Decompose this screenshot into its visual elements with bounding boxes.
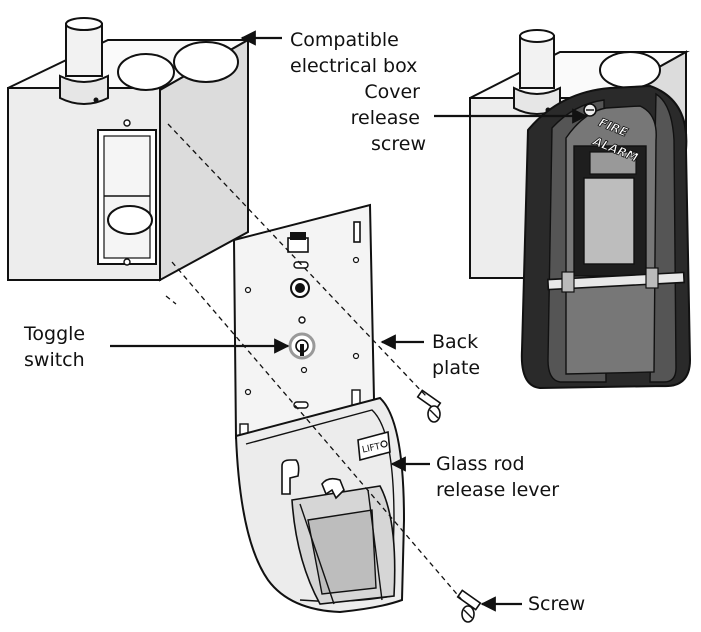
cover-screw bbox=[456, 589, 482, 623]
installed-pull-station: FIRE ALARM bbox=[520, 84, 692, 390]
label-electrical-box: Compatible electrical box bbox=[290, 29, 417, 77]
label-toggle-switch: Toggle switch bbox=[23, 323, 91, 371]
label-release-lever: Glass rod release lever bbox=[436, 453, 559, 501]
toggle-switch bbox=[288, 332, 316, 360]
electrical-box-left bbox=[7, 17, 252, 282]
conduit-connector-left bbox=[59, 17, 109, 105]
alignment-line-stub bbox=[165, 295, 177, 305]
front-cover: LIFT bbox=[234, 396, 406, 614]
conduit-connector-right bbox=[513, 29, 561, 115]
label-back-plate: Back plate bbox=[432, 331, 484, 379]
label-screw: Screw bbox=[528, 593, 585, 615]
back-plate bbox=[232, 203, 376, 441]
back-plate-screw bbox=[416, 389, 442, 423]
release-lever: LIFT bbox=[357, 430, 391, 462]
label-cover-release-screw: Cover release screw bbox=[351, 81, 426, 155]
lift-text: LIFT bbox=[361, 442, 381, 456]
alignment-line-bottom bbox=[171, 261, 463, 601]
